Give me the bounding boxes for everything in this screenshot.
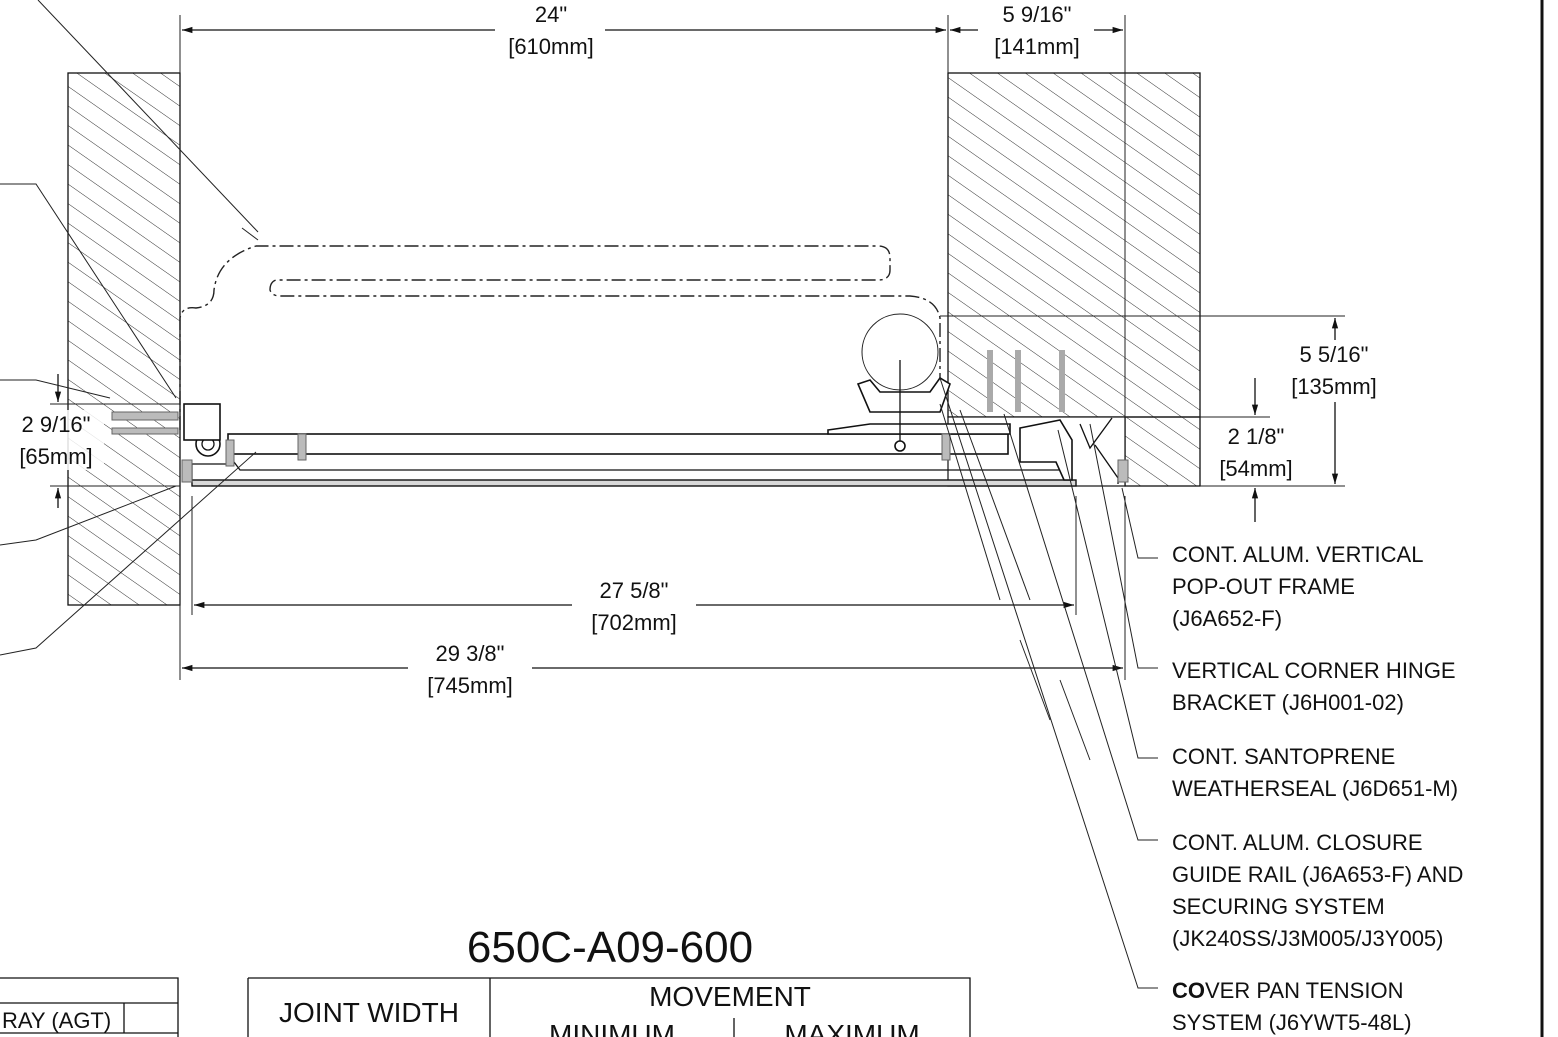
securing-bolt-head bbox=[894, 440, 906, 452]
screw-1 bbox=[297, 433, 307, 461]
dim-27-5-8-imperial: 27 5/8" bbox=[600, 578, 669, 603]
left-leader-3 bbox=[0, 379, 111, 399]
left-leader-5 bbox=[0, 451, 257, 656]
svg-text:VERTICAL CORNER HINGE: VERTICAL CORNER HINGE bbox=[1172, 658, 1456, 683]
leader-weatherseal bbox=[1057, 429, 1158, 759]
table-col-joint-width: JOINT WIDTH bbox=[279, 997, 459, 1028]
leader-tension-system bbox=[939, 377, 1158, 989]
dim-2-9-16-metric: [65mm] bbox=[19, 444, 92, 469]
callout-pop-out-frame: CONT. ALUM. VERTICAL POP-OUT FRAME (J6A6… bbox=[1172, 542, 1423, 631]
dim-29-3-8-metric: [745mm] bbox=[427, 673, 513, 698]
traffic-phantom-outline bbox=[179, 245, 941, 430]
cover-pan-body bbox=[227, 433, 1009, 455]
cover-plate bbox=[191, 479, 1077, 487]
screw-3 bbox=[225, 439, 235, 467]
cover-pan-lower bbox=[191, 453, 1071, 481]
svg-text:CONT. ALUM. CLOSURE: CONT. ALUM. CLOSURE bbox=[1172, 830, 1423, 855]
dim-29-3-8-imperial: 29 3/8" bbox=[436, 641, 505, 666]
screw-2 bbox=[941, 433, 951, 461]
drawing-number: 650C-A09-600 bbox=[467, 923, 753, 972]
callout-hinge-bracket: VERTICAL CORNER HINGE BRACKET (J6H001-02… bbox=[1172, 658, 1456, 715]
dim-2-1-8-imperial: 2 1/8" bbox=[1228, 424, 1285, 449]
dim-24-imperial: 24" bbox=[535, 2, 567, 27]
svg-text:SECURING SYSTEM: SECURING SYSTEM bbox=[1172, 894, 1385, 919]
svg-text:BRACKET (J6H001-02): BRACKET (J6H001-02) bbox=[1172, 690, 1404, 715]
left-wall-section bbox=[67, 72, 181, 606]
svg-text:CONT. ALUM. VERTICAL: CONT. ALUM. VERTICAL bbox=[1172, 542, 1423, 567]
table-col-minimum: MINIMUM bbox=[549, 1019, 675, 1037]
svg-text:SYSTEM (J6YWT5-48L): SYSTEM (J6YWT5-48L) bbox=[1172, 1010, 1412, 1035]
svg-text:CONT. SANTOPRENE: CONT. SANTOPRENE bbox=[1172, 744, 1395, 769]
dim-2-1-8-metric: [54mm] bbox=[1219, 456, 1292, 481]
right-wall-upper bbox=[947, 72, 1201, 418]
left-frame-bracket bbox=[183, 403, 221, 441]
dim-27-5-8-metric: [702mm] bbox=[591, 610, 677, 635]
dim-24-metric: [610mm] bbox=[508, 34, 594, 59]
left-leader-2 bbox=[0, 183, 177, 399]
callout-guide-rail: CONT. ALUM. CLOSURE GUIDE RAIL (J6A653-F… bbox=[1172, 830, 1463, 951]
svg-text:WEATHERSEAL (J6D651-M): WEATHERSEAL (J6D651-M) bbox=[1172, 776, 1458, 801]
svg-text:RAY (AGT): RAY (AGT) bbox=[2, 1008, 111, 1033]
svg-text:(J6A652-F): (J6A652-F) bbox=[1172, 606, 1282, 631]
dim-5-5-16-imperial: 5 5/16" bbox=[1300, 342, 1369, 367]
svg-text:GUIDE RAIL (J6A653-F) AND: GUIDE RAIL (J6A653-F) AND bbox=[1172, 862, 1463, 887]
closure-guide-rail bbox=[856, 376, 951, 413]
leader-guide-rail bbox=[1003, 413, 1158, 841]
left-table-fragment: RAY (AGT) bbox=[0, 977, 179, 1037]
right-support bbox=[827, 423, 1011, 435]
right-wall-lower bbox=[1124, 416, 1201, 487]
callout-tension-system: COVER PAN TENSION SYSTEM (J6YWT5-48L) bbox=[1172, 978, 1412, 1035]
table-col-maximum: MAXIMUM bbox=[784, 1019, 919, 1037]
dim-5-9-16-imperial: 5 9/16" bbox=[1003, 2, 1072, 27]
leader-hinge-bracket bbox=[1089, 423, 1158, 669]
left-leader-1 bbox=[37, 0, 259, 233]
right-seal bbox=[1117, 459, 1129, 483]
leader-pop-out-frame bbox=[1121, 487, 1158, 559]
callout-weatherseal: CONT. SANTOPRENE WEATHERSEAL (J6D651-M) bbox=[1172, 744, 1458, 801]
svg-text:POP-OUT FRAME: POP-OUT FRAME bbox=[1172, 574, 1355, 599]
dim-5-9-16-metric: [141mm] bbox=[994, 34, 1080, 59]
dim-2-9-16-imperial: 2 9/16" bbox=[22, 412, 91, 437]
dim-5-5-16-metric: [135mm] bbox=[1291, 374, 1377, 399]
left-leader-4 bbox=[0, 485, 177, 546]
table-header-movement: MOVEMENT bbox=[649, 981, 811, 1012]
movement-table: JOINT WIDTH MOVEMENT MINIMUM MAXIMUM bbox=[247, 977, 971, 1037]
svg-text:COVER PAN TENSION: COVER PAN TENSION bbox=[1172, 978, 1403, 1003]
svg-text:(JK240SS/J3M005/J3Y005): (JK240SS/J3M005/J3Y005) bbox=[1172, 926, 1444, 951]
left-seal bbox=[181, 459, 193, 483]
left-anchor bbox=[111, 411, 179, 435]
